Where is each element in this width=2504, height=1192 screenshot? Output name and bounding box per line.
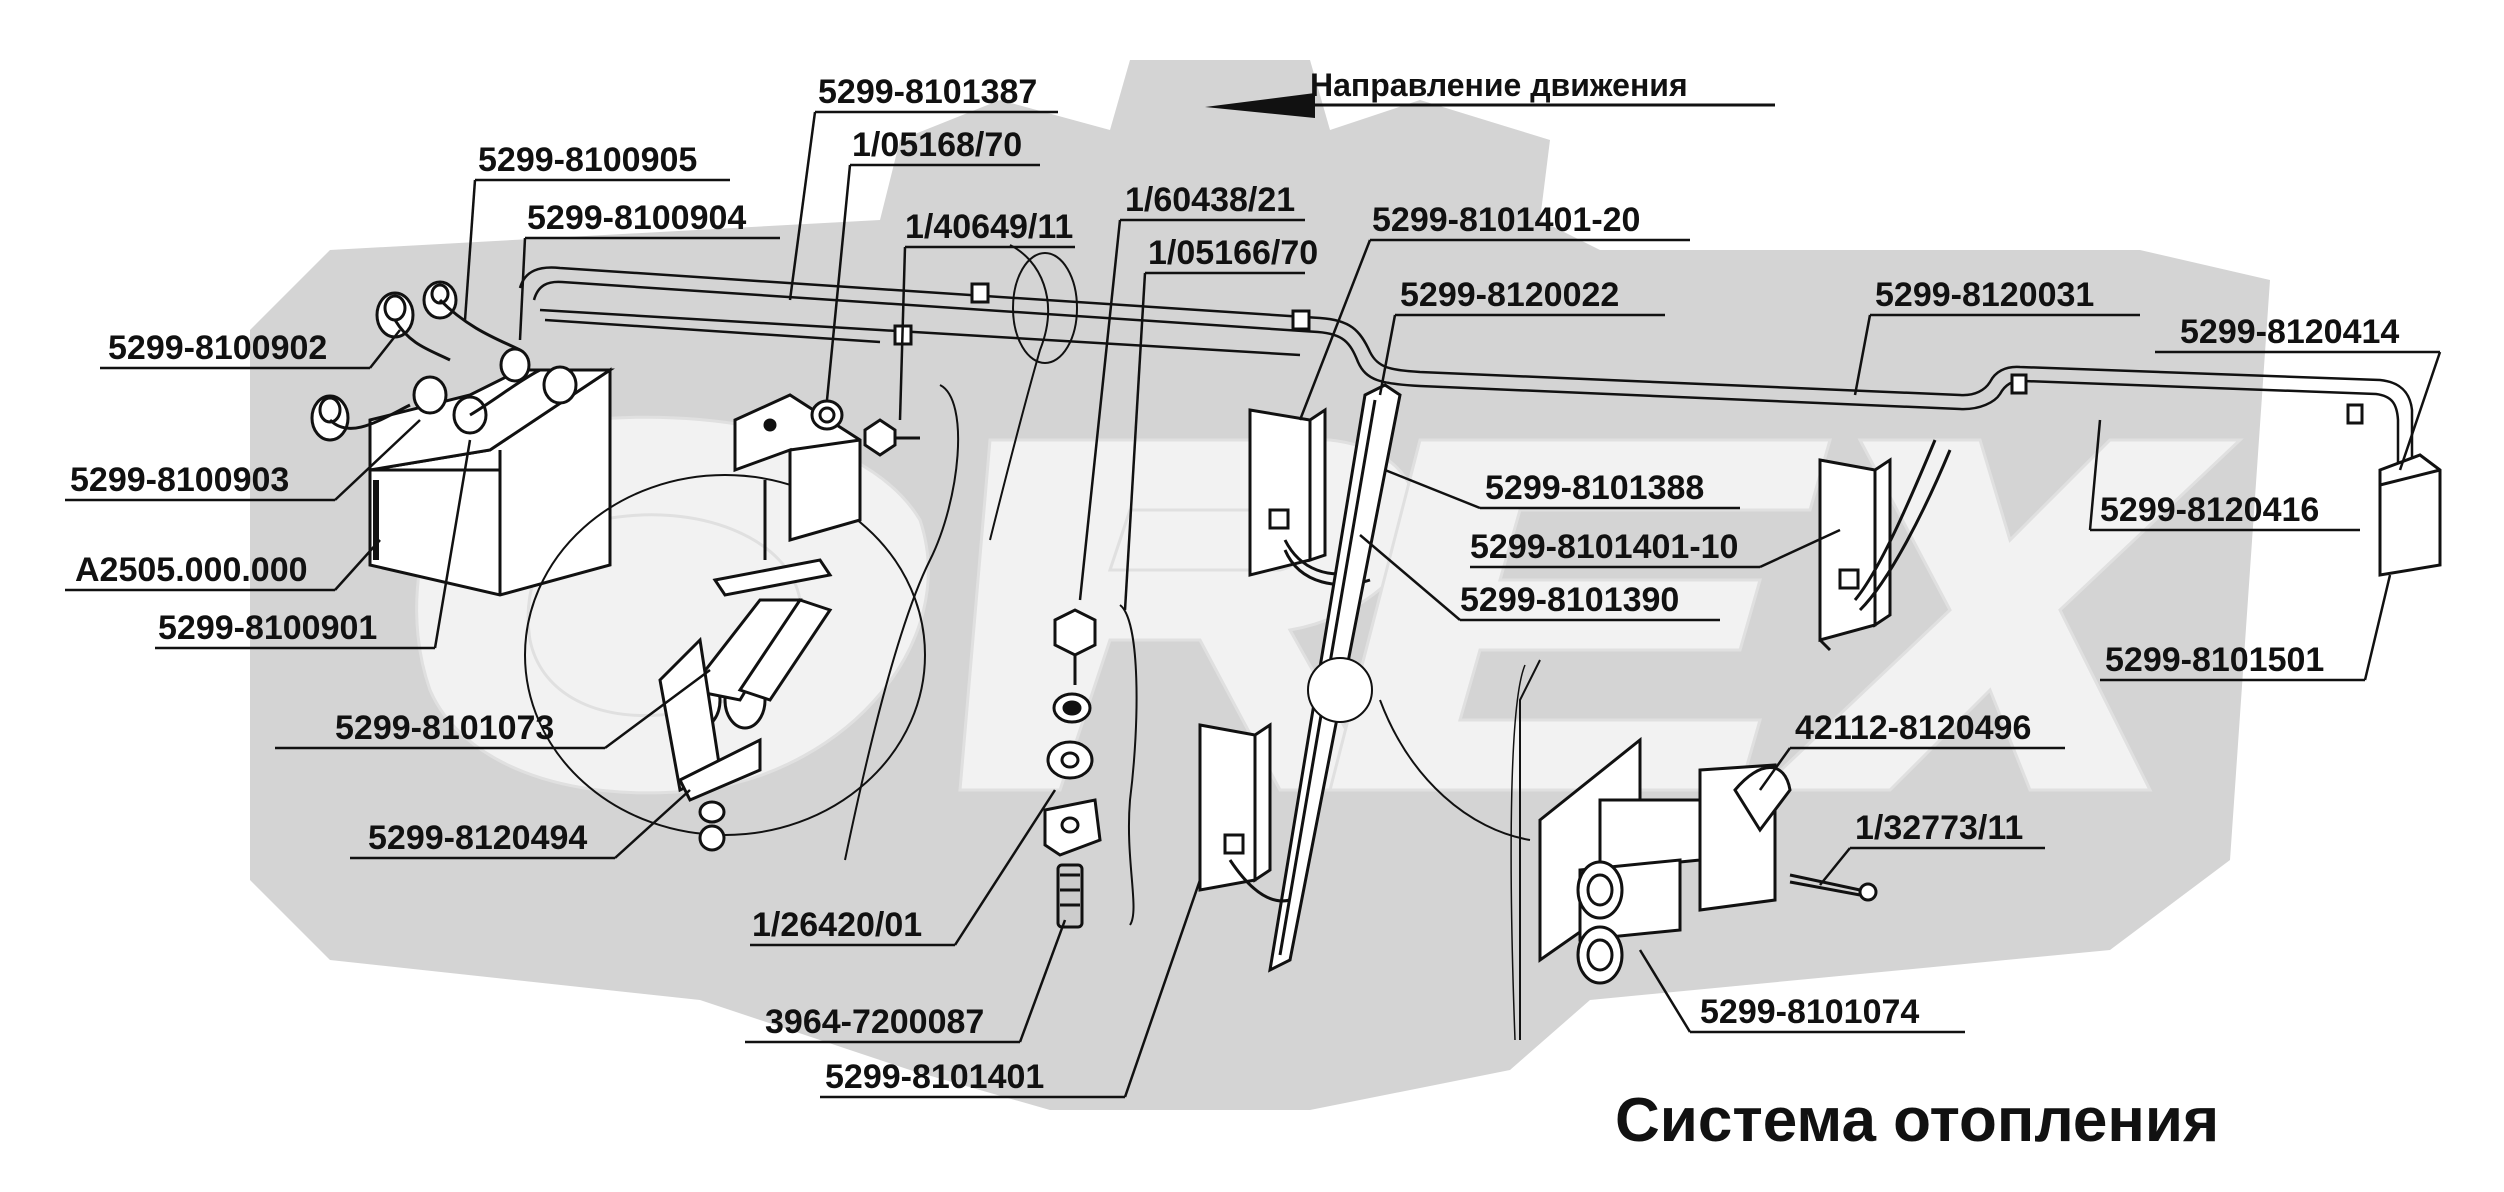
direction-arrow (1205, 93, 1315, 118)
label-5299-8101401-20: 5299-8101401-20 (1372, 201, 1641, 239)
direction-label: Направление движения (1310, 67, 1688, 103)
label-5299-8101401-10: 5299-8101401-10 (1470, 528, 1739, 566)
label-5299-8101501: 5299-8101501 (2105, 641, 2325, 679)
heater-hoses (310, 280, 578, 442)
radiator-upper (1248, 407, 1371, 587)
label-42112-8120496: 42112-8120496 (1795, 709, 2032, 747)
label-5299-8101390: 5299-8101390 (1460, 581, 1680, 619)
label-3964-7200087: 3964-7200087 (765, 1003, 985, 1041)
diagram-title: Система отопления (1615, 1086, 2220, 1155)
end-box (2378, 453, 2442, 577)
label-5299-8101388: 5299-8101388 (1485, 469, 1705, 507)
bracket-5299-8101073 (658, 393, 862, 802)
label-5299-8101074: 5299-8101074 (1700, 993, 1920, 1031)
label-A2505-000-000: A2505.000.000 (75, 551, 308, 589)
label-5299-8101073: 5299-8101073 (335, 709, 555, 747)
radiator-bottom-right (1538, 736, 1792, 985)
label-1-05168-70: 1/05168/70 (852, 126, 1023, 164)
centre-circle (1307, 657, 1373, 723)
label-1-05166-70: 1/05166/70 (1148, 234, 1319, 272)
bolt-long (1789, 873, 1878, 902)
label-5299-8100901: 5299-8100901 (158, 609, 378, 647)
label-5299-8120031: 5299-8120031 (1875, 276, 2095, 314)
pipe-collar (1012, 252, 1078, 364)
label-1-32773-11: 1/32773/11 (1855, 809, 2024, 847)
label-5299-8100902: 5299-8100902 (108, 329, 328, 367)
bracket-fasteners (698, 399, 920, 852)
shield-curve-2 (989, 244, 1049, 541)
label-1-40649-11: 1/40649/11 (905, 208, 1074, 246)
leader-lines (65, 110, 2442, 1099)
label-5299-8120022: 5299-8120022 (1400, 276, 1620, 314)
label-1-26420-01: 1/26420/01 (752, 906, 923, 944)
shield-curve-left (844, 384, 960, 861)
centre-panel-curve (1379, 699, 1531, 841)
radiator-lower (1198, 722, 1291, 903)
label-5299-8100903: 5299-8100903 (70, 461, 290, 499)
label-5299-8120416: 5299-8120416 (2100, 491, 2320, 529)
radiator-right (1818, 439, 1952, 652)
label-1-60438-21: 1/60438/21 (1125, 181, 1296, 219)
panel-curve-right-2 (1510, 664, 1526, 1041)
label-5299-8120414: 5299-8120414 (2180, 313, 2400, 351)
panel-curve-right (1519, 659, 1541, 1040)
label-5299-8120494: 5299-8120494 (368, 819, 588, 857)
centre-curve (1119, 604, 1138, 926)
main-pipeline (518, 266, 2414, 470)
label-5299-8100905: 5299-8100905 (478, 141, 698, 179)
label-5299-8101401: 5299-8101401 (825, 1058, 1045, 1096)
label-5299-8100904: 5299-8100904 (527, 199, 747, 237)
label-5299-8101387: 5299-8101387 (818, 73, 1038, 111)
bolt-stack (1043, 608, 1102, 929)
